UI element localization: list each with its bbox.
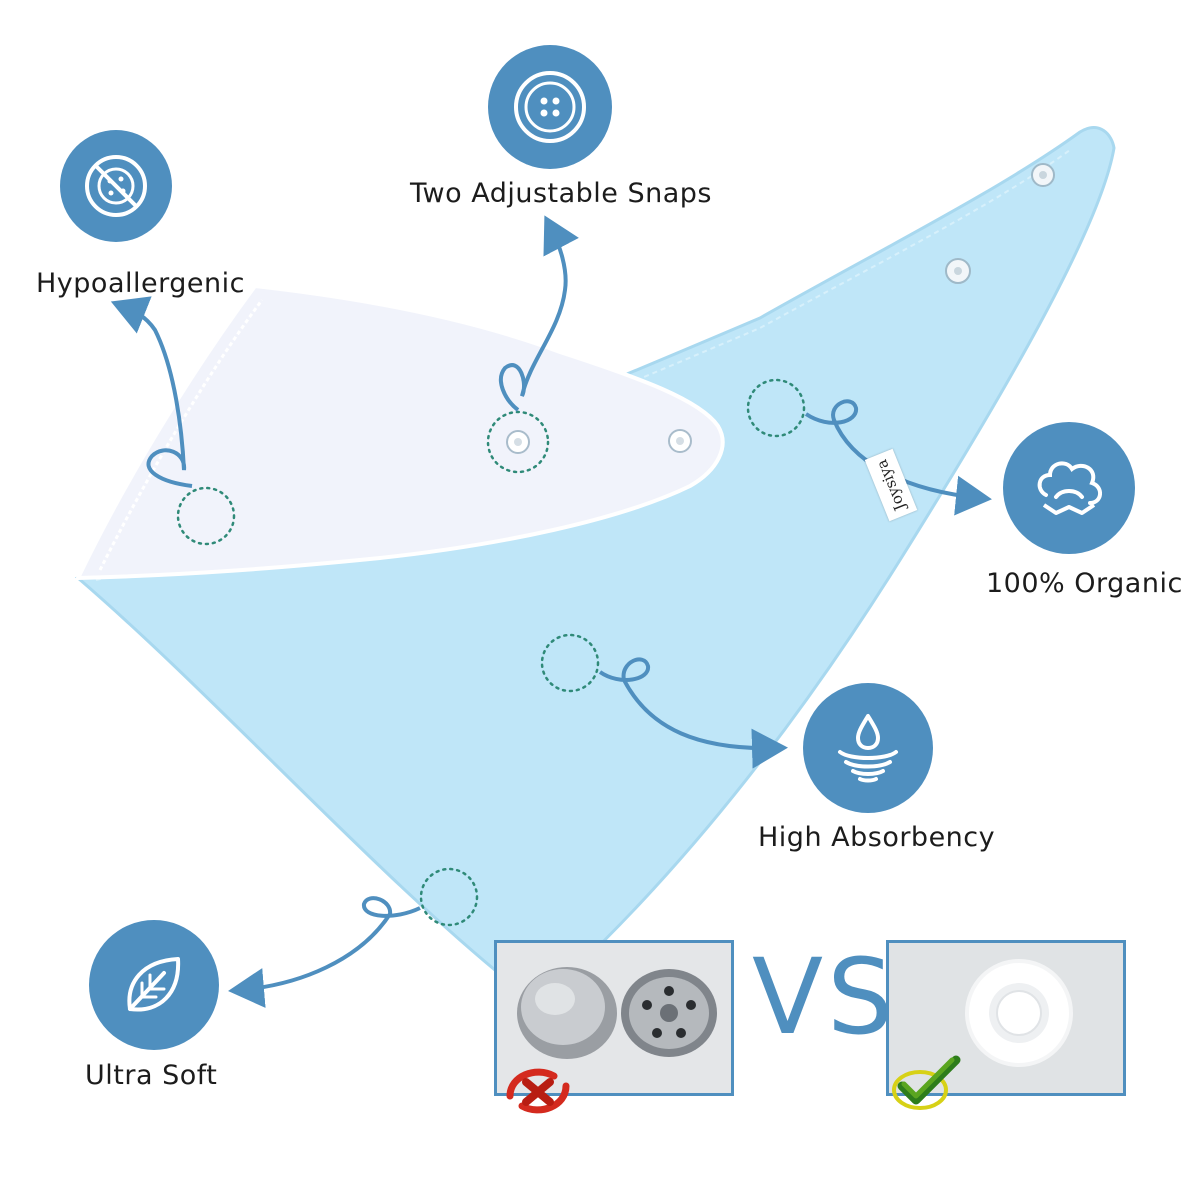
vs-label: VS (752, 936, 898, 1058)
callout-arrow (498, 215, 579, 412)
feature-label-absorbency: High Absorbency (758, 822, 996, 853)
comparison-good-image (886, 940, 1126, 1096)
red-cross-icon (496, 1060, 580, 1120)
callout-arrow (598, 657, 788, 769)
snap-button (668, 429, 692, 453)
leaf-icon (89, 920, 219, 1050)
callout-target (419, 867, 479, 927)
feature-label-organic: 100% Organic (986, 568, 1183, 599)
bib-stitching (95, 149, 1071, 581)
callout-target (176, 486, 236, 546)
feature-label-snaps: Two Adjustable Snaps (410, 178, 712, 209)
snap-button (506, 430, 530, 454)
callout-target (746, 378, 806, 438)
callout-target (486, 410, 550, 474)
button-snap-icon (488, 45, 612, 169)
comparison-bad-image (494, 940, 734, 1096)
callout-arrow (110, 296, 193, 488)
callout-target (540, 633, 600, 693)
snap-button (1031, 163, 1055, 187)
bib-back-flap (74, 283, 725, 581)
no-allergen-icon (60, 130, 172, 242)
snap-button (945, 258, 971, 284)
water-drop-icon (803, 683, 933, 813)
green-check-icon (886, 1050, 976, 1116)
cotton-icon (1003, 422, 1135, 554)
callout-arrow (228, 896, 421, 1008)
feature-label-soft: Ultra Soft (85, 1060, 218, 1091)
feature-label-hypoallergenic: Hypoallergenic (36, 268, 245, 299)
